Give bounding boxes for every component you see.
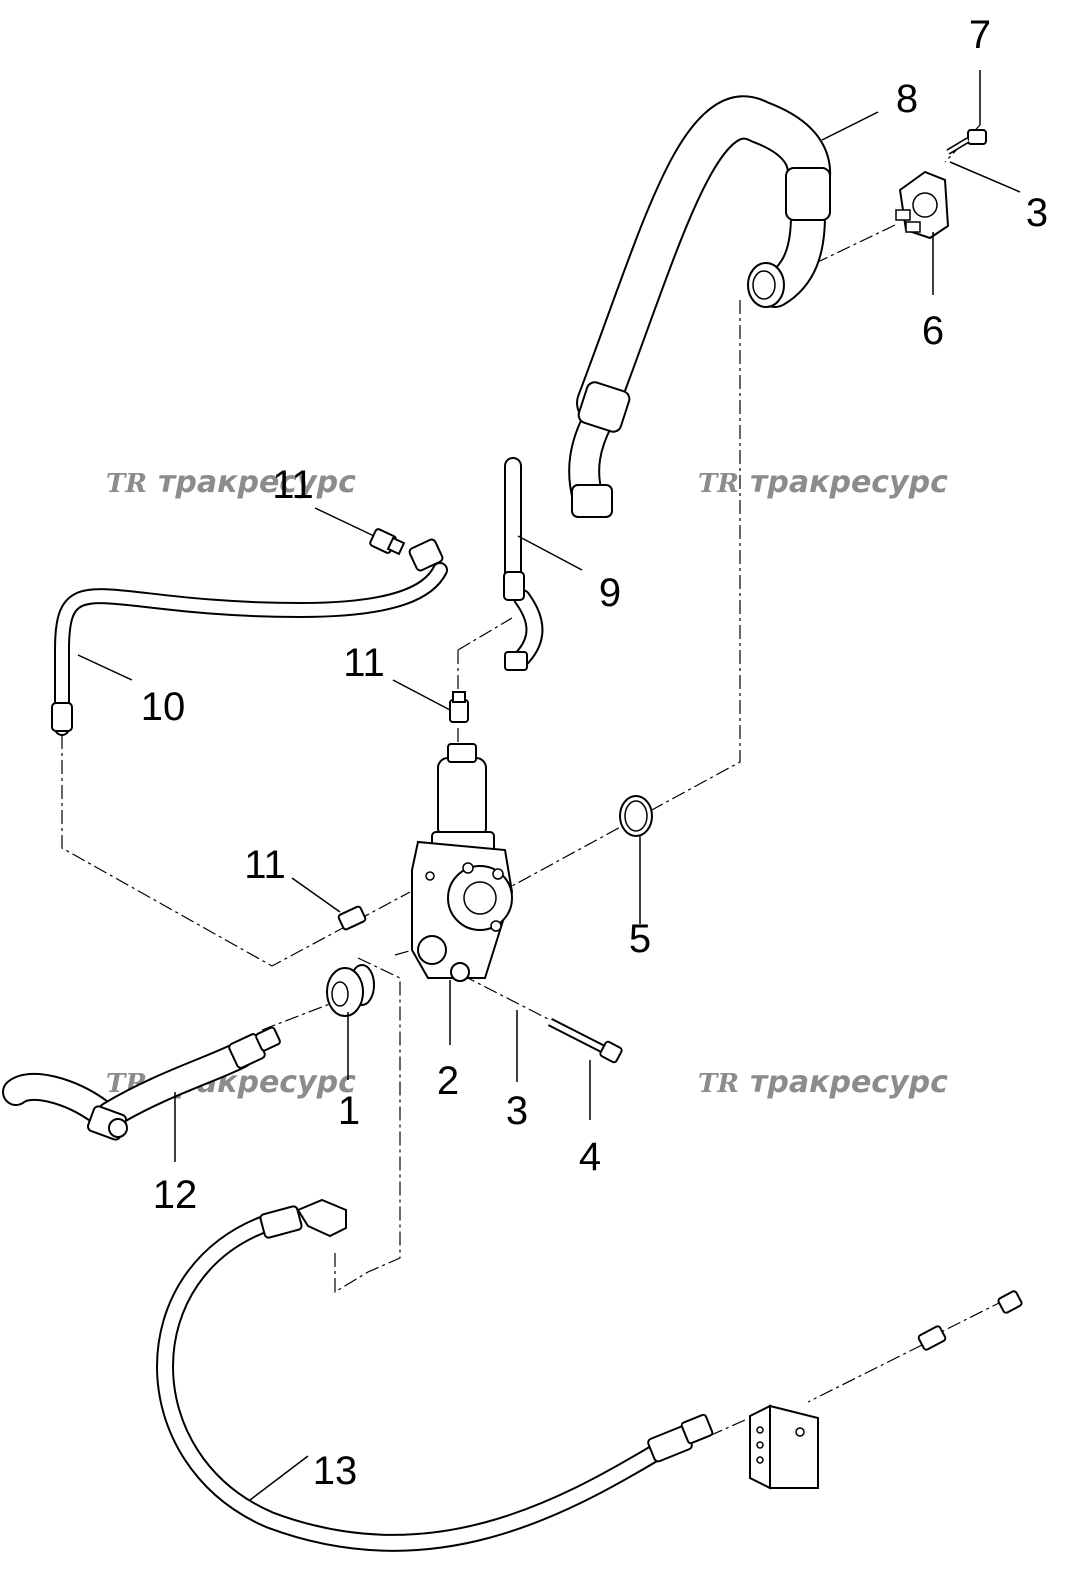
callout-7: 7 [969,13,991,57]
bulkhead-fittings [917,1290,1023,1351]
callouts: 7 8 3 6 11 9 11 10 11 5 2 1 3 4 12 13 [141,13,1048,1493]
part-1-nut-fitting [326,964,375,1017]
part-12-hose [2,1026,281,1141]
part-8-large-hose [568,95,832,518]
part-11-fitting-top [369,528,406,556]
svg-text:TR: TR [106,469,147,499]
svg-text:тракресурс: тракресурс [750,465,948,500]
callout-11-low: 11 [244,843,286,887]
callout-8: 8 [896,77,918,121]
callout-4: 4 [579,1135,601,1179]
assembly-lines [61,124,1006,1441]
svg-text:TR: TR [698,1069,739,1099]
part-9-small-hose [503,457,544,671]
part-7-bolt [946,129,987,155]
callout-9: 9 [599,571,621,615]
watermark-top-left: TR тракресурс [106,465,356,500]
svg-text:тракресурс: тракресурс [750,1065,948,1100]
callout-11-top: 11 [272,463,314,507]
callout-3-low: 3 [506,1089,528,1133]
watermark-top-right: TR тракресурс [698,465,948,500]
callout-3-top: 3 [1026,191,1048,235]
part-11-fitting-low [337,905,367,931]
part-10-hose [51,538,448,736]
part-13-long-hose [156,1198,714,1552]
part-4-bolt [547,1017,623,1064]
svg-text:TR: TR [698,469,739,499]
callout-10: 10 [141,685,186,729]
svg-text:тракресурс: тракресурс [158,465,356,500]
mounting-bracket [749,1404,819,1490]
part-6-flange [895,170,950,240]
callout-5: 5 [629,917,651,961]
leader-lines [77,70,1021,1501]
callout-1: 1 [338,1089,360,1133]
callout-13: 13 [313,1449,358,1493]
callout-6: 6 [922,309,944,353]
part-11-fitting-mid [449,691,469,723]
callout-2: 2 [437,1059,459,1103]
part-5-o-ring [619,795,653,837]
callout-12: 12 [153,1173,198,1217]
watermark-bottom-right: TR тракресурс [698,1065,948,1100]
part-2-valve-block [411,743,514,982]
callout-11-mid: 11 [343,641,385,685]
